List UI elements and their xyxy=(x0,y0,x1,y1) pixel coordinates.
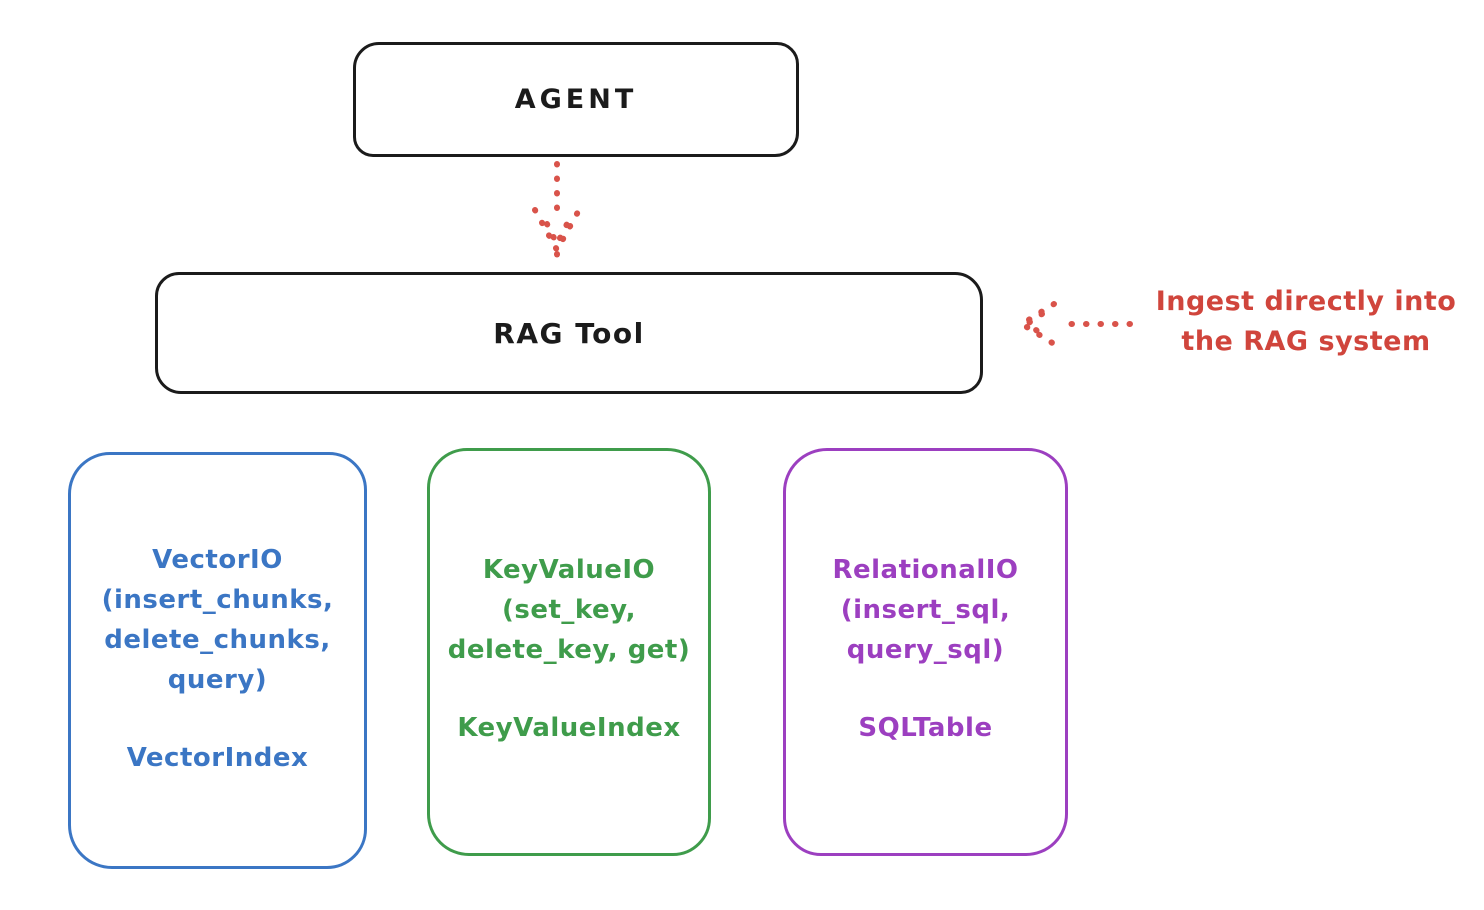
relational-io-line-3: query_sql) xyxy=(846,635,1005,665)
annotation-line-1: Ingest directly into xyxy=(1155,286,1457,317)
relational-io-box: RelationalIO (insert_sql, query_sql) SQL… xyxy=(783,448,1068,856)
keyvalue-io-lines: KeyValueIO (set_key, delete_key, get) xyxy=(448,550,691,670)
annotation-line-2: the RAG system xyxy=(1181,326,1431,357)
rag-tool-label: RAG Tool xyxy=(493,316,645,350)
keyvalue-io-line-3: delete_key, get) xyxy=(447,635,691,665)
dotted-left-arrow xyxy=(1016,301,1133,347)
vector-io-line-3: delete_chunks, xyxy=(104,625,331,655)
vector-io-line-4: query) xyxy=(167,665,268,695)
agent-label: AGENT xyxy=(514,84,638,115)
keyvalue-io-line-1: KeyValueIO xyxy=(482,555,656,585)
vector-index-label: VectorIndex xyxy=(126,743,309,773)
rag-tool-box: RAG Tool xyxy=(155,272,983,394)
relational-io-lines: RelationalIO (insert_sql, query_sql) xyxy=(832,550,1018,670)
keyvalue-io-box: KeyValueIO (set_key, delete_key, get) Ke… xyxy=(427,448,711,856)
vector-io-line-2: (insert_chunks, xyxy=(101,585,334,615)
keyvalue-io-line-2: (set_key, xyxy=(502,595,636,625)
vector-io-box: VectorIO (insert_chunks, delete_chunks, … xyxy=(68,452,367,869)
keyvalue-index-label: KeyValueIndex xyxy=(457,713,681,743)
relational-io-line-2: (insert_sql, xyxy=(840,595,1011,625)
vector-io-lines: VectorIO (insert_chunks, delete_chunks, … xyxy=(102,540,334,700)
annotation-text: Ingest directly into the RAG system xyxy=(1138,282,1474,362)
sql-table-label: SQLTable xyxy=(858,713,993,743)
dotted-down-arrow xyxy=(532,161,582,261)
agent-box: AGENT xyxy=(353,42,799,157)
vector-io-line-1: VectorIO xyxy=(152,545,283,575)
relational-io-line-1: RelationalIO xyxy=(832,555,1019,585)
